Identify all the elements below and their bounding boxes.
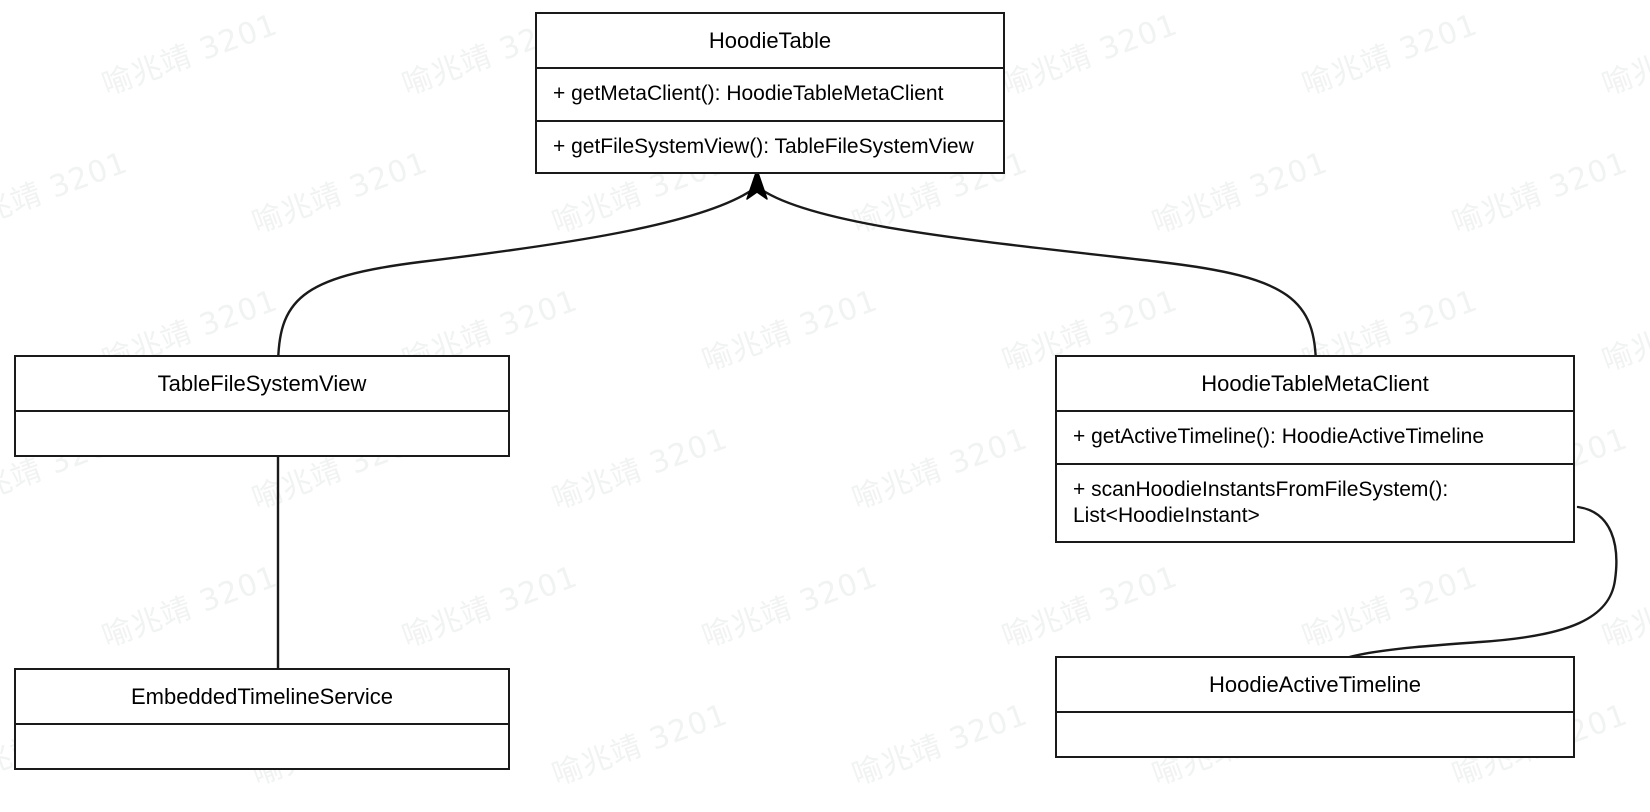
method-get-file-system-view: + getFileSystemView(): TableFileSystemVi…: [553, 134, 974, 158]
watermark-text: 喻兆靖 3201: [1597, 283, 1650, 380]
class-method-compartment: + getFileSystemView(): TableFileSystemVi…: [537, 119, 1003, 172]
watermark-text: 喻兆靖 3201: [697, 283, 883, 380]
class-box-embedded-timeline-service[interactable]: EmbeddedTimelineService: [14, 668, 510, 771]
class-method-compartment: + scanHoodieInstantsFromFileSystem(): Li…: [1057, 462, 1573, 542]
class-title-embedded-timeline-service: EmbeddedTimelineService: [130, 684, 394, 709]
watermark-text: 喻兆靖 3201: [1147, 145, 1333, 242]
watermark-text: 喻兆靖 3201: [847, 697, 1033, 794]
watermark-text: 喻兆靖 3201: [997, 559, 1183, 656]
class-box-hoodie-active-timeline[interactable]: HoodieActiveTimeline: [1055, 656, 1575, 759]
class-name-compartment: EmbeddedTimelineService: [16, 670, 508, 723]
watermark-text: 喻兆靖 3201: [1447, 145, 1633, 242]
watermark-text: 喻兆靖 3201: [97, 7, 283, 104]
watermark-text: 喻兆靖 3201: [1297, 7, 1483, 104]
class-name-compartment: TableFileSystemView: [16, 357, 508, 410]
class-empty-compartment: [16, 410, 508, 455]
class-title-table-file-system-view: TableFileSystemView: [157, 371, 367, 396]
watermark-text: 喻兆靖 3201: [1297, 559, 1483, 656]
watermark-text: 喻兆靖 3201: [397, 559, 583, 656]
watermark-text: 喻兆靖 3201: [847, 421, 1033, 518]
watermark-text: 喻兆靖 3201: [97, 559, 283, 656]
class-empty-compartment: [16, 723, 508, 768]
method-get-meta-client: + getMetaClient(): HoodieTableMetaClient: [553, 82, 944, 106]
watermark-text: 喻兆靖 3201: [0, 145, 133, 242]
class-box-hoodie-table[interactable]: HoodieTable + getMetaClient(): HoodieTab…: [535, 12, 1005, 174]
class-name-compartment: HoodieTableMetaClient: [1057, 357, 1573, 410]
class-title-hoodie-table: HoodieTable: [708, 28, 832, 53]
class-title-hoodie-active-timeline: HoodieActiveTimeline: [1209, 672, 1421, 697]
class-empty-compartment: [1057, 711, 1573, 756]
edge-tfsv-to-hoodietable: [276, 188, 754, 370]
watermark-text: 喻兆靖 3201: [997, 7, 1183, 104]
class-title-hoodie-table-meta-client: HoodieTableMetaClient: [1201, 371, 1429, 396]
watermark-text: 喻兆靖 3201: [547, 421, 733, 518]
watermark-text: 喻兆靖 3201: [1597, 559, 1650, 656]
edge-metaclient-to-hoodietable: [760, 188, 1318, 370]
class-method-compartment: + getActiveTimeline(): HoodieActiveTimel…: [1057, 410, 1573, 462]
class-box-table-file-system-view[interactable]: TableFileSystemView: [14, 355, 510, 458]
watermark-text: 喻兆靖 3201: [247, 145, 433, 242]
watermark-text: 喻兆靖 3201: [1597, 7, 1650, 104]
arrowhead-into-hoodie-table: [746, 169, 768, 200]
class-name-compartment: HoodieActiveTimeline: [1057, 658, 1573, 711]
class-method-compartment: + getMetaClient(): HoodieTableMetaClient: [537, 67, 1003, 119]
watermark-text: 喻兆靖 3201: [697, 559, 883, 656]
edge-tfsv-to-embedded: [265, 455, 291, 701]
watermark-text: 喻兆靖 3201: [547, 697, 733, 794]
class-box-hoodie-table-meta-client[interactable]: HoodieTableMetaClient + getActiveTimelin…: [1055, 355, 1575, 544]
method-get-active-timeline: + getActiveTimeline(): HoodieActiveTimel…: [1073, 425, 1485, 449]
class-name-compartment: HoodieTable: [537, 14, 1003, 67]
method-scan-hoodie-instants-from-file-system: + scanHoodieInstantsFromFileSystem(): Li…: [1073, 477, 1449, 527]
